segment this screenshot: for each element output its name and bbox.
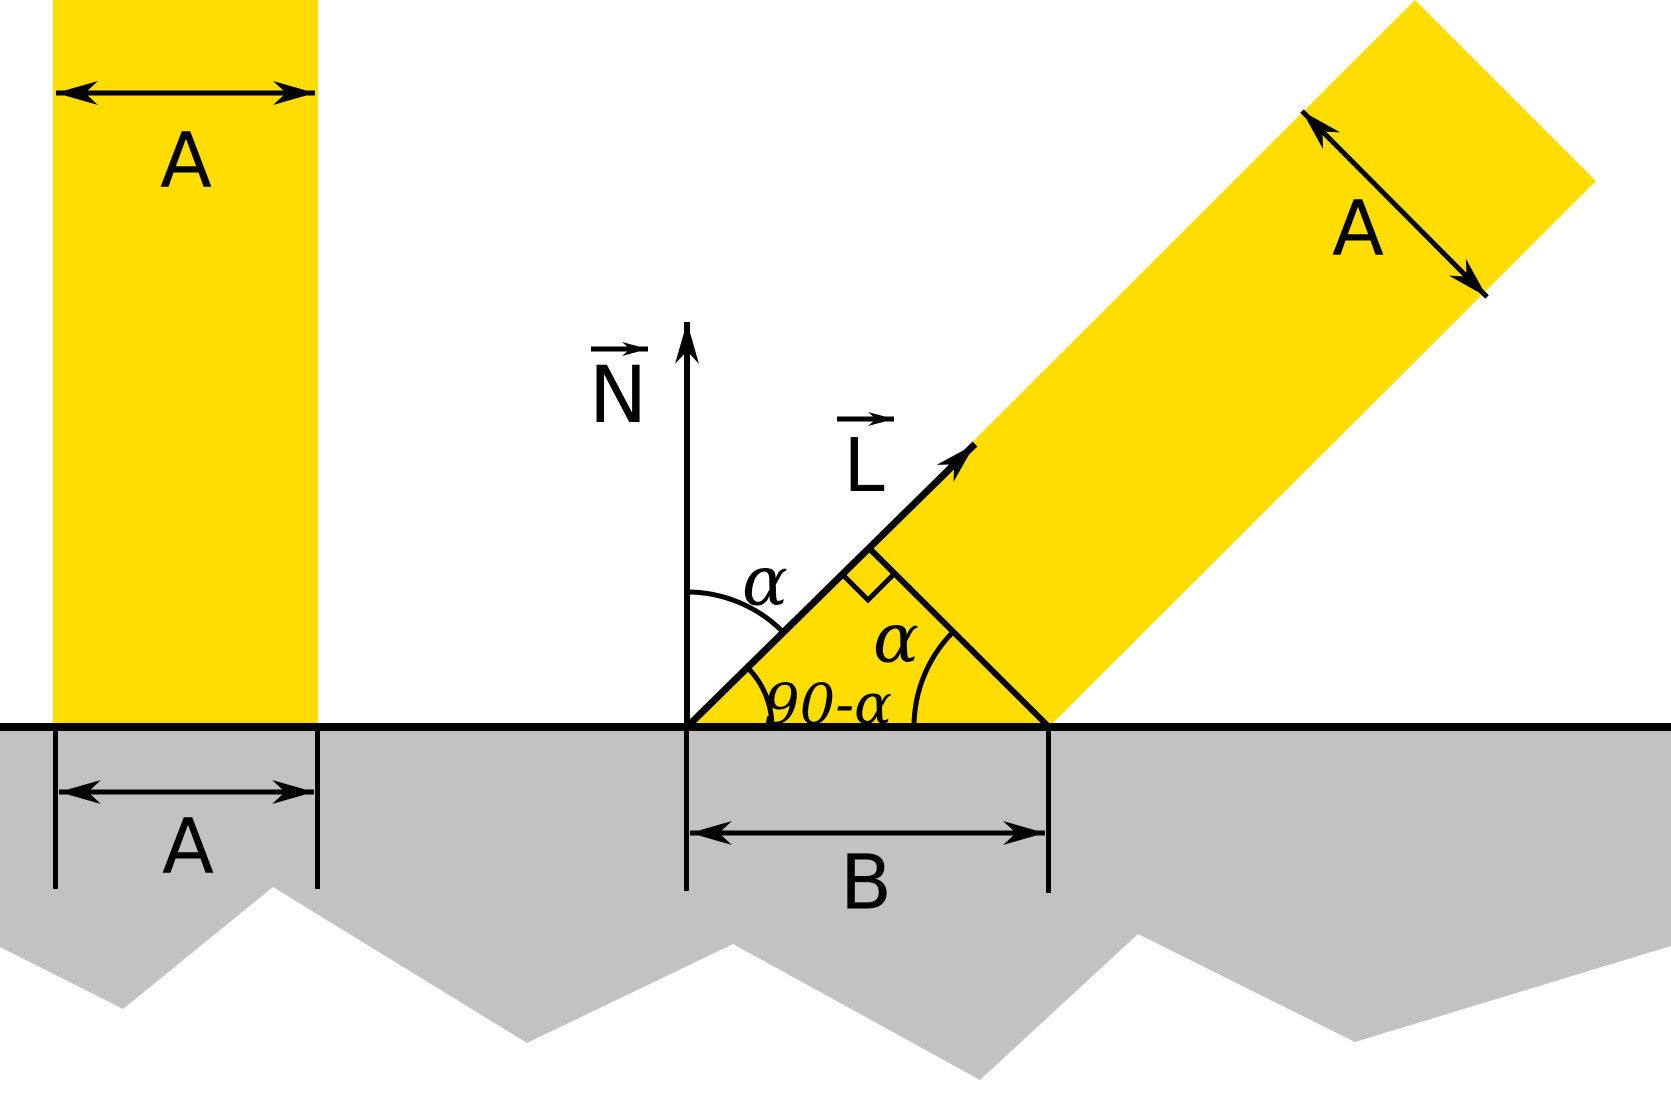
- alpha-angle-label-right: α: [873, 600, 919, 679]
- alpha-arc-at-normal: [686, 589, 785, 634]
- complement-angle-arc: [746, 666, 775, 728]
- slanted-beam-width-arrow: [1300, 109, 1489, 299]
- light-vector-label: L: [843, 423, 884, 509]
- alpha-arc-at-footprint: [911, 629, 956, 728]
- footprint-width-label: B: [840, 838, 892, 927]
- vertical-footprint-label: A: [162, 802, 214, 891]
- vertical-beam-width-label: A: [160, 116, 212, 205]
- slanted-beam-width-label: A: [1332, 184, 1384, 273]
- normal-vector-label: N: [589, 351, 647, 441]
- alpha-angle-label-top: α: [742, 543, 788, 622]
- ground-surface: [0, 727, 1671, 1080]
- light-ray-arrow: [684, 441, 978, 730]
- beam-wavefront-line: [865, 544, 1051, 729]
- slanted-light-beam: [687, 0, 1596, 727]
- right-angle-marker: [839, 571, 897, 604]
- vertical-light-beam: [53, 0, 318, 727]
- complement-angle-label: 90-α: [764, 673, 892, 738]
